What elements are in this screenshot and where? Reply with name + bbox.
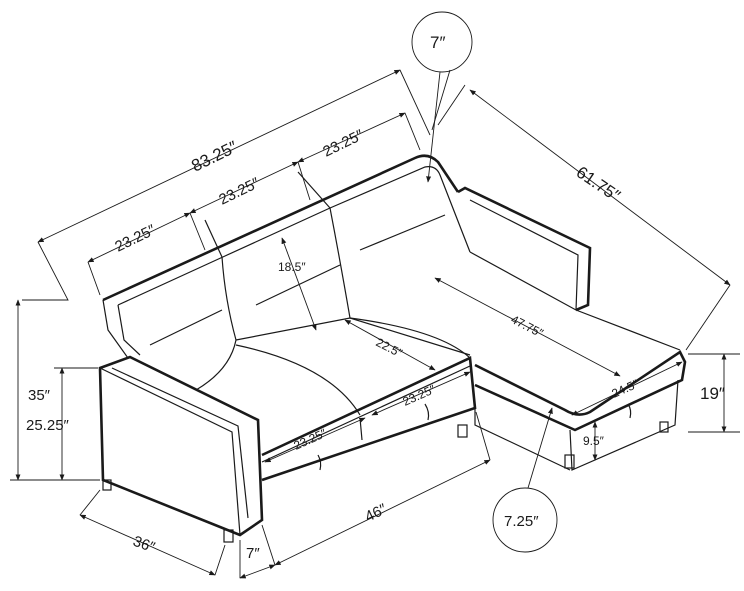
dimension-labels: 83.25″ 23.25″ 23.25″ 23.25″ 7″ 61.75″ 18…	[26, 33, 725, 562]
arm-width-label: 7″	[246, 545, 260, 562]
sofa-back-inner	[117, 166, 471, 306]
chaise-arm-callout-circle	[492, 487, 558, 553]
chaise-seat-length-label: 47.75″	[509, 312, 547, 340]
back-cushion-1-label: 23.25″	[112, 221, 159, 255]
back-cushion-2-label: 23.25″	[216, 174, 263, 208]
seat-front-edge	[261, 356, 477, 482]
overall-depth-label: 36″	[131, 533, 158, 557]
arm-width-callout-circle	[411, 11, 473, 73]
chaise-arm-callout-label: 7.25″	[504, 513, 539, 530]
arm-height-label: 25.25″	[26, 417, 70, 434]
right-arm	[457, 186, 592, 312]
dimension-lines	[10, 69, 740, 579]
seat-depth-label: 22.5″	[374, 335, 406, 360]
seat-cushion-left-label: 23.25″	[292, 426, 330, 453]
overall-width-label: 83.25″	[188, 137, 240, 175]
storage-height-label: 9.5″	[583, 434, 605, 448]
chaise-seat	[474, 350, 687, 432]
seat-height-label: 19″	[700, 384, 725, 403]
seat-width-label: 46″	[362, 500, 390, 525]
back-height-label: 18.5″	[278, 260, 306, 274]
sofa-back-outline	[102, 154, 460, 302]
overall-height-label: 35″	[28, 387, 51, 404]
seat-cushion-right-label: 23.25″	[401, 382, 439, 409]
back-cushion-3-label: 23.25″	[320, 126, 367, 160]
chaise-depth-label: 61.75″	[573, 163, 624, 206]
arm-width-callout-label: 7″	[430, 33, 445, 52]
